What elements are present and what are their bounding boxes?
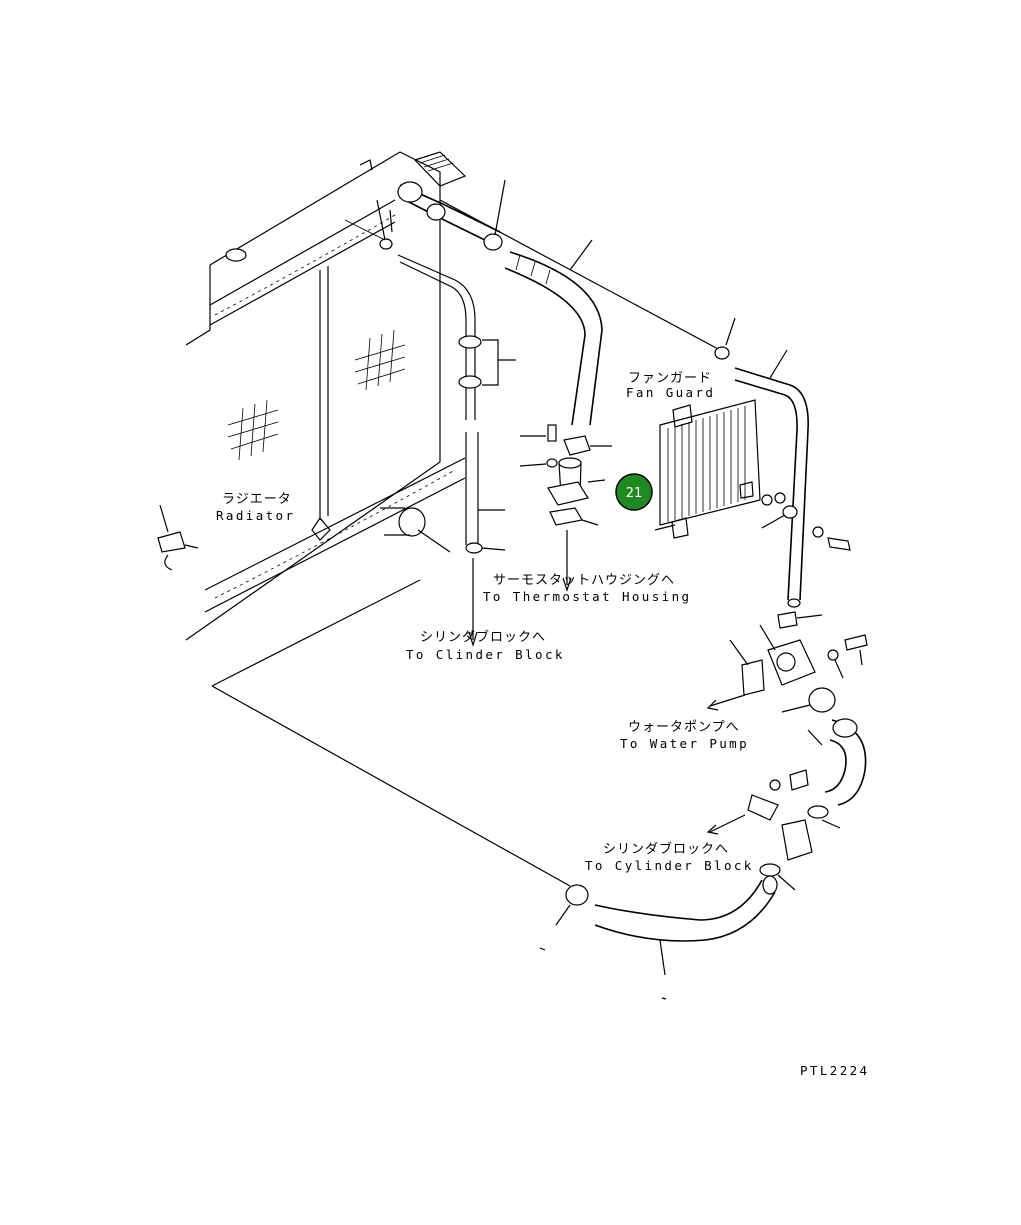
- callout-number[interactable]: 21: [626, 486, 643, 501]
- thermostat-label-en: To Thermostat Housing: [483, 589, 691, 604]
- radiator-label-jp: ラジエータ: [222, 492, 292, 507]
- left-clamp: [157, 504, 199, 571]
- cylinder-block-label-en: To Cylinder Block: [585, 858, 754, 873]
- fan-guard: [654, 399, 761, 539]
- thermostat-parts: [519, 424, 612, 592]
- lower-hose-right: [706, 718, 867, 891]
- radiator-assembly: [185, 151, 571, 887]
- fan-guard-label-en: Fan Guard: [626, 385, 715, 400]
- upper-hose: [504, 239, 603, 426]
- thermostat-label-jp: サーモスタットハウジングへ: [493, 573, 675, 588]
- bottom-hose: [539, 875, 778, 1000]
- fan-guard-label-jp: ファンガード: [628, 371, 712, 386]
- clinder-block-label-jp: シリンダブロックへ: [420, 629, 546, 645]
- drawing-code: PTL2224: [800, 1063, 869, 1078]
- water-pump-parts: [706, 611, 868, 713]
- water-pump-label-jp: ウォータポンプへ: [628, 720, 740, 735]
- water-pump-label-en: To Water Pump: [620, 736, 749, 751]
- radiator-label-en: Radiator: [216, 508, 295, 523]
- clinder-block-label-en: To Clinder Block: [406, 647, 565, 662]
- right-hose: [439, 199, 851, 608]
- part-callout-21[interactable]: 21: [615, 473, 653, 511]
- callout-circle[interactable]: [615, 473, 653, 511]
- cylinder-block-label-jp: シリンダブロックへ: [603, 841, 729, 857]
- overflow-tube: [397, 254, 516, 648]
